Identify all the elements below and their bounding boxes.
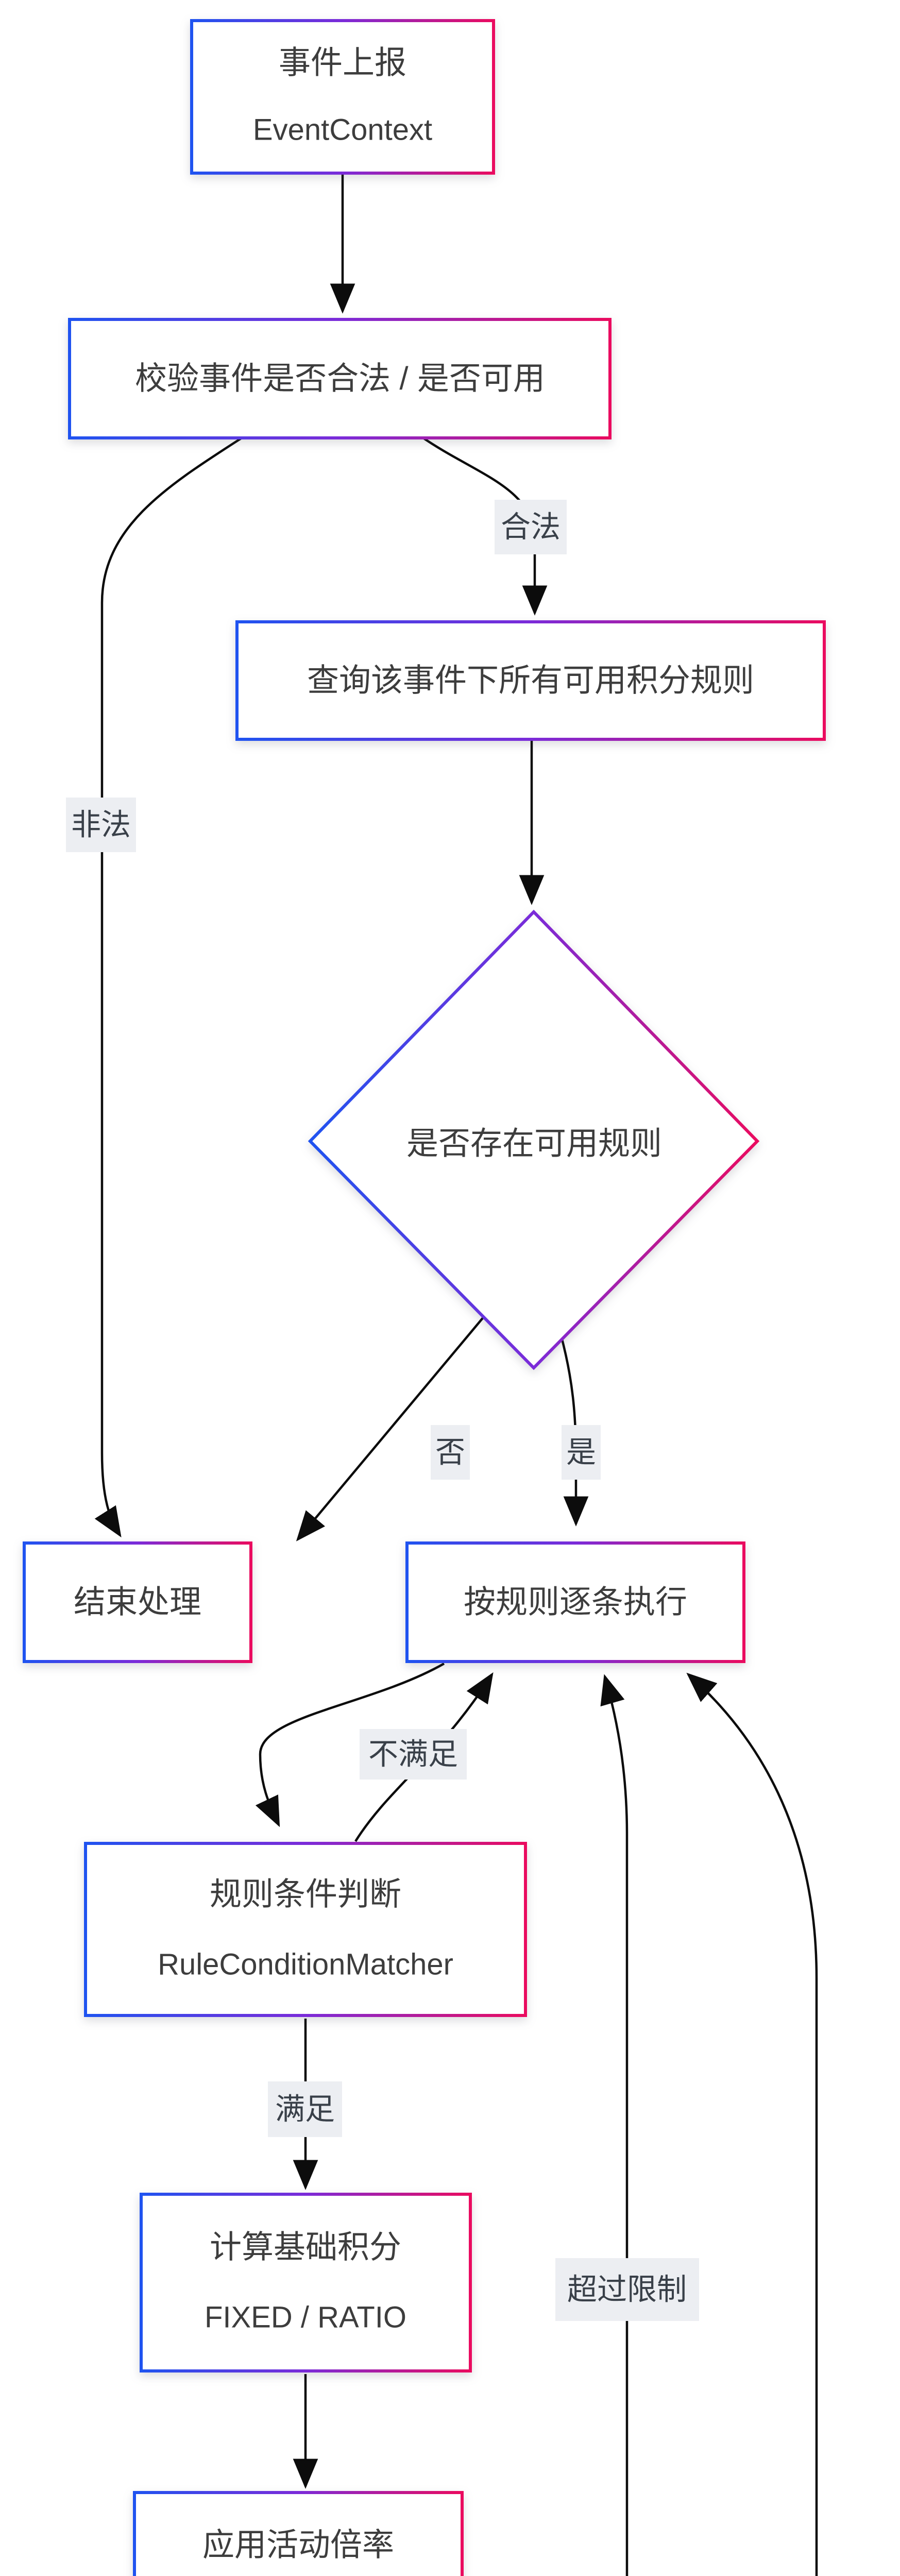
edge-labels: 合法 非法 否 是 不满足 满足 超过限制 允许发放: [66, 500, 699, 2321]
node-query-rules: 查询该事件下所有可用积分规则: [235, 620, 826, 741]
edge-label-over-limit-text: 超过限制: [567, 2273, 687, 2307]
node-calc-line1: 计算基础积分: [210, 2230, 401, 2265]
node-validate-event: 校验事件是否合法 / 是否可用: [68, 318, 612, 439]
edge-label-illegal: 非法: [66, 798, 136, 852]
edge-account-to-exec-loop: [686, 1672, 818, 2576]
edge-label-over-limit: 超过限制: [555, 2258, 699, 2321]
nodes: 事件上报 EventContext 校验事件是否合法 / 是否可用 查询该事件下…: [23, 19, 826, 2576]
node-rule-match-line2: RuleConditionMatcher: [158, 1948, 453, 1981]
edge-label-not-matched: 不满足: [360, 1729, 467, 1780]
edge-label-not-matched-text: 不满足: [368, 1738, 458, 1771]
edge-label-no: 否: [431, 1425, 470, 1480]
edge-label-legal-text: 合法: [501, 511, 561, 544]
node-event-line2: EventContext: [253, 113, 432, 147]
node-multiplier-line1: 应用活动倍率: [202, 2528, 394, 2563]
node-calc-base-points: 计算基础积分 FIXED / RATIO: [140, 2193, 472, 2372]
node-has-available-rule-decision: 是否存在可用规则: [308, 909, 760, 1370]
node-rule-condition-matcher: 规则条件判断 RuleConditionMatcher: [84, 1842, 527, 2017]
edge-label-yes-text: 是: [566, 1436, 596, 1469]
node-end-processing: 结束处理: [23, 1541, 252, 1663]
edge-label-no-text: 否: [435, 1436, 465, 1469]
edge-label-matched-text: 满足: [275, 2093, 335, 2126]
node-exec-line1: 按规则逐条执行: [464, 1585, 687, 1620]
node-event-line1: 事件上报: [279, 45, 406, 81]
edge-exec-to-rulematch: [255, 1663, 445, 1827]
node-execute-rules: 按规则逐条执行: [405, 1541, 745, 1663]
node-point-multiplier: 应用活动倍率 PointMultiplier: [133, 2491, 464, 2576]
node-validate-line1: 校验事件是否合法 / 是否可用: [135, 361, 545, 397]
node-has-rule-line1: 是否存在可用规则: [406, 1126, 662, 1162]
edge-validate-to-end-illegal: [94, 435, 245, 1538]
edge-diamond-to-end-no: [296, 1316, 485, 1541]
edges: [94, 174, 818, 2576]
edge-label-illegal-text: 非法: [71, 808, 131, 842]
edge-label-matched: 满足: [268, 2081, 342, 2137]
node-rule-match-line1: 规则条件判断: [210, 1877, 401, 1912]
node-end-line1: 结束处理: [74, 1585, 201, 1620]
edge-grantlimit-to-exec-overlimit: [600, 1674, 629, 2576]
edge-label-legal: 合法: [495, 500, 567, 554]
node-query-line1: 查询该事件下所有可用积分规则: [307, 663, 754, 699]
node-calc-line2: FIXED / RATIO: [205, 2301, 406, 2334]
node-event-context: 事件上报 EventContext: [190, 19, 495, 175]
edge-label-yes: 是: [562, 1425, 601, 1480]
